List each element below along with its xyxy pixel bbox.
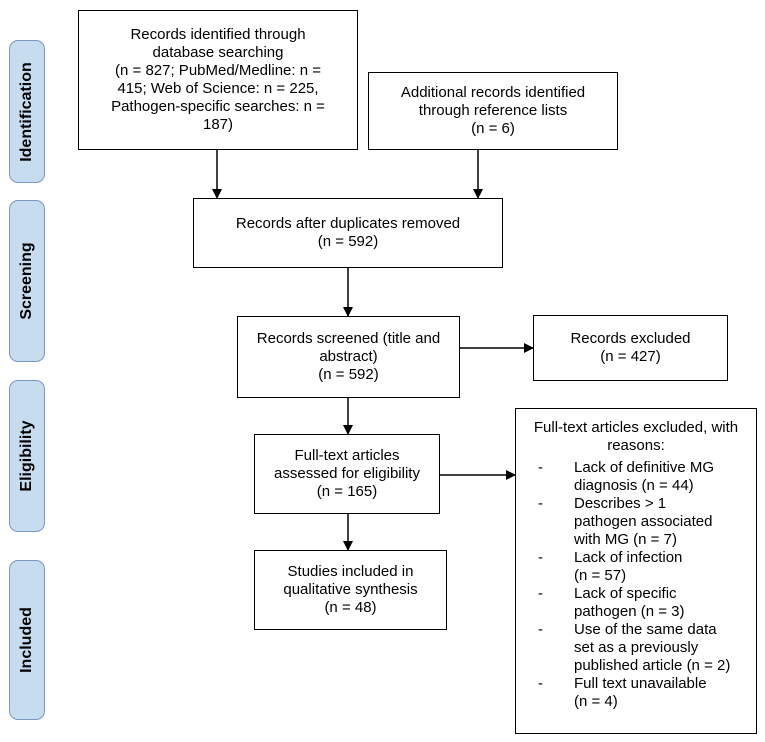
stage-eligibility: Eligibility xyxy=(9,380,45,532)
box-records-excluded: Records excluded (n = 427) xyxy=(533,315,728,381)
box-records-screened: Records screened (title and abstract) (n… xyxy=(237,316,460,398)
box-studies-included: Studies included in qualitative synthesi… xyxy=(254,550,447,630)
box-additional-records: Additional records identified through re… xyxy=(368,72,618,150)
list-item: - Lack of infection (n = 57) xyxy=(538,549,683,584)
stage-screening: Screening xyxy=(9,200,45,362)
list-item: - Full text unavailable (n = 4) xyxy=(538,675,707,710)
list-item: - Lack of definitive MG diagnosis (n = 4… xyxy=(538,459,715,494)
stage-included: Included xyxy=(9,560,45,720)
list-item: - Use of the same data set as a previous… xyxy=(538,621,731,674)
box-fulltext-assessed: Full-text articles assessed for eligibil… xyxy=(254,434,440,514)
excluded-heading: Full-text articles excluded, with reason… xyxy=(533,419,739,454)
box-fulltext-excluded: Full-text articles excluded, with reason… xyxy=(515,408,757,734)
stage-identification: Identification xyxy=(9,40,45,183)
list-item: - Lack of specific pathogen (n = 3) xyxy=(538,585,685,620)
list-item: - Describes > 1 pathogen associated with… xyxy=(538,495,713,548)
box-database-search: Records identified through database sear… xyxy=(78,10,358,150)
exclusion-reasons-list: - Lack of definitive MG diagnosis (n = 4… xyxy=(516,459,756,711)
box-duplicates-removed: Records after duplicates removed (n = 59… xyxy=(193,198,503,268)
